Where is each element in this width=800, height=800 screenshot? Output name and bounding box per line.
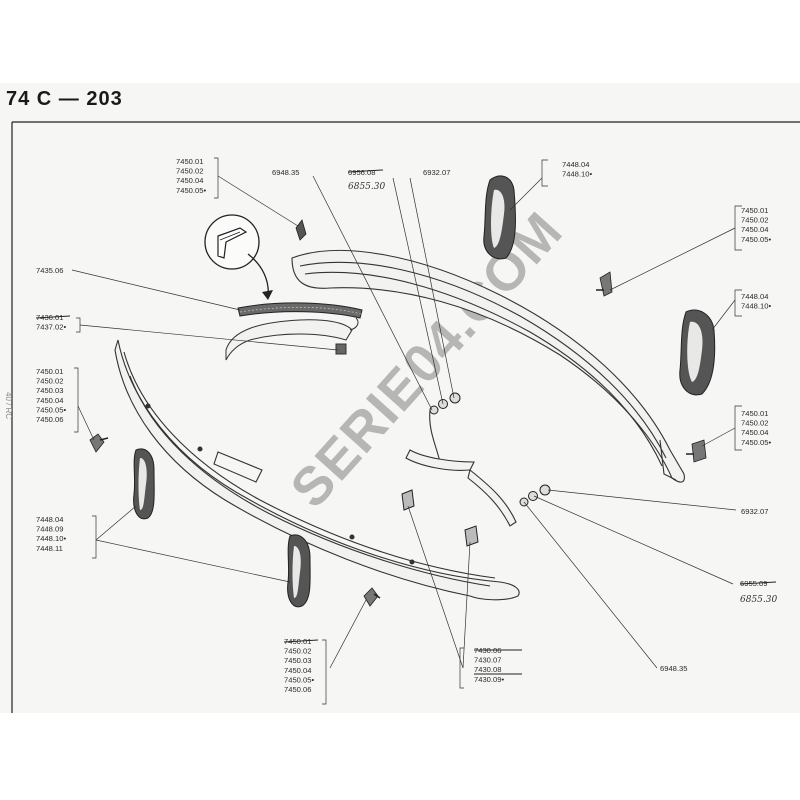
- overrider-left-upper: [133, 448, 155, 520]
- overrider-top-center: [483, 175, 516, 260]
- strike-lines: [35, 169, 777, 675]
- part-number-g-top-left: 7450.04: [176, 176, 203, 185]
- part-number-g-left-overriders: 7448.04: [36, 515, 63, 524]
- part-number-g-plates: 7430.09•: [474, 675, 504, 684]
- overrider-right: [679, 309, 716, 396]
- part-number-g-right-washer: 6955.09: [740, 579, 767, 588]
- part-number-g-bracket: 7436.01: [36, 313, 63, 322]
- part-number-g-left-bolts: 7450.02: [36, 377, 63, 386]
- part-number-g-top-left: 7450.01: [176, 157, 203, 166]
- seal-strip: [237, 302, 363, 319]
- part-number-g-bottom-bolt: 7450.04: [284, 666, 311, 675]
- part-number-g-right-overrider: 7448.10•: [741, 302, 771, 311]
- part-number-g-right-bolt-2: 7450.01: [741, 409, 768, 418]
- group-brackets: [74, 157, 742, 705]
- part-number-g-left-bolts: 7450.01: [36, 367, 63, 376]
- front-bumper-blade: [114, 339, 520, 601]
- nuts-center: [429, 392, 461, 415]
- part-number-g-left-bolts: 7450.06: [36, 415, 63, 424]
- part-number-g-right-overrider: 7448.04: [741, 292, 768, 301]
- side-mark: 40 / RC: [4, 392, 13, 419]
- bolt-right-lower: [686, 439, 707, 463]
- rear-bumper-blade: [291, 249, 685, 483]
- part-number-g-right-bolt-1: 7450.01: [741, 206, 768, 215]
- part-number-g-bottom-bolt: 7450.03: [284, 656, 311, 665]
- part-number-g-top-center-b: 6956.08: [348, 168, 375, 177]
- part-number-g-top-left: 7450.02: [176, 167, 203, 176]
- seal-detail-callout: [204, 214, 273, 300]
- part-number-g-plates: 7430.08: [474, 665, 501, 674]
- part-number-g-plates: 7430.06: [474, 646, 501, 655]
- bolt-top-left: [295, 219, 307, 241]
- part-number-g-left-overriders: 7448.11: [36, 544, 63, 553]
- part-number-g-bottom-bolt: 7450.06: [284, 685, 311, 694]
- frame-border: [11, 121, 800, 713]
- center-mounting-strap: [405, 409, 517, 527]
- part-number-g-bottom-bolt: 7450.05•: [284, 675, 314, 684]
- part-number-g-left-bolts: 7450.03: [36, 386, 63, 395]
- overrider-left-lower: [287, 534, 311, 608]
- watermark-text: SERIE04.COM: [279, 201, 574, 519]
- part-number-g-seal: 7435.06: [36, 266, 63, 275]
- part-number-g-right-bolt-2: 7450.02: [741, 419, 768, 428]
- part-number-g-right-bolt-2: 7450.04: [741, 428, 768, 437]
- part-number-g-right-washer-hand: 6855.30: [740, 595, 777, 605]
- part-number-g-right-spring: 6948.35: [660, 664, 687, 673]
- part-number-g-left-overriders: 7448.10•: [36, 534, 66, 543]
- part-number-g-top-center-a: 6948.35: [272, 168, 299, 177]
- clamp-plates: [401, 489, 479, 547]
- bolt-right-upper: [596, 271, 613, 297]
- part-number-g-right-bolt-1: 7450.04: [741, 225, 768, 234]
- part-number-g-left-bolts: 7450.05•: [36, 405, 66, 414]
- part-number-g-top-right-overrider: 7448.04: [562, 160, 589, 169]
- part-number-g-right-bolt-1: 7450.05•: [741, 235, 771, 244]
- part-number-labels: 7450.017450.027450.047450.05•7435.067436…: [36, 157, 777, 694]
- part-number-g-left-bolts: 7450.04: [36, 396, 63, 405]
- part-number-g-bracket: 7437.02•: [36, 323, 66, 332]
- part-number-g-top-right-overrider: 7448.10•: [562, 170, 592, 179]
- stone-guard-bracket: [225, 317, 359, 361]
- part-number-g-bottom-bolt: 7450.01: [284, 637, 311, 646]
- part-number-g-top-center-c: 6932.07: [423, 168, 450, 177]
- part-number-g-top-center-b-hand: 6855.30: [348, 182, 385, 192]
- part-number-g-right-bolt-2: 7450.05•: [741, 438, 771, 447]
- leader-lines: [71, 175, 737, 669]
- part-number-g-right-bolt-1: 7450.02: [741, 216, 768, 225]
- bolt-bottom: [363, 587, 381, 607]
- part-number-g-right-nut: 6932.07: [741, 507, 768, 516]
- part-number-g-left-overriders: 7448.09: [36, 525, 63, 534]
- page-title: 74 C — 203: [6, 88, 123, 110]
- part-number-g-top-left: 7450.05•: [176, 186, 206, 195]
- part-number-g-bottom-bolt: 7450.02: [284, 647, 311, 656]
- part-number-g-plates: 7430.07: [474, 656, 501, 665]
